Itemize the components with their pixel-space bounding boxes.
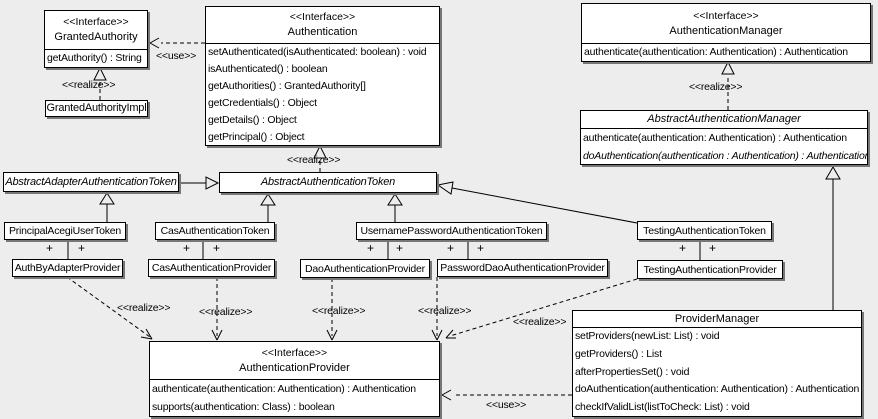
generalization-testing-token[interactable] bbox=[436, 181, 638, 224]
stereotype-label: <<Interface>> bbox=[63, 16, 129, 28]
association-plus: + bbox=[78, 241, 86, 255]
class-username-password-authentication-token[interactable]: UsernamePasswordAuthenticationToken bbox=[356, 222, 547, 240]
class-name: AbstractAdapterAuthenticationToken bbox=[5, 175, 177, 188]
class-abstract-authentication-manager[interactable]: AbstractAuthenticationManager authentica… bbox=[580, 110, 868, 165]
use-authentication-to-granted-authority[interactable] bbox=[149, 37, 205, 49]
method-row: getPrincipal() : Object bbox=[208, 131, 305, 143]
method-row: getCredentials() : Object bbox=[208, 97, 317, 109]
class-cas-authentication-token[interactable]: CasAuthenticationToken bbox=[155, 222, 275, 240]
class-provider-manager[interactable]: ProviderManager setProviders(newList: Li… bbox=[572, 310, 862, 417]
class-granted-authority[interactable]: <<Interface>> GrantedAuthority getAuthor… bbox=[44, 10, 148, 68]
class-testing-authentication-provider[interactable]: TestingAuthenticationProvider bbox=[637, 260, 783, 279]
class-granted-authority-impl[interactable]: GrantedAuthorityImpl bbox=[45, 100, 148, 117]
class-name: GrantedAuthorityImpl bbox=[46, 102, 147, 114]
class-abstract-authentication-token[interactable]: AbstractAuthenticationToken bbox=[219, 172, 437, 193]
class-authentication-provider[interactable]: <<Interface>> AuthenticationProvider aut… bbox=[149, 341, 440, 417]
class-name: AbstractAuthenticationManager bbox=[647, 113, 801, 125]
method-row: authenticate(authentication: Authenticat… bbox=[583, 132, 847, 144]
association-plus: + bbox=[709, 241, 717, 255]
method-row: supports(authentication: Class) : boolea… bbox=[152, 401, 335, 413]
stereotype-label: <<Interface>> bbox=[289, 11, 356, 23]
class-testing-authentication-token[interactable]: TestingAuthenticationToken bbox=[637, 221, 772, 240]
method-row: authenticate(authentication: Authenticat… bbox=[152, 383, 416, 395]
class-name: CasAuthenticationToken bbox=[160, 225, 270, 237]
class-name: PasswordDaoAuthenticationProvider bbox=[440, 262, 605, 274]
realize-label: <<realize>> bbox=[689, 81, 743, 93]
class-name: AuthenticationProvider bbox=[239, 361, 350, 374]
association-plus: + bbox=[396, 241, 404, 255]
realize-label: <<realize>> bbox=[62, 79, 116, 91]
method-row: getAuthorities() : GrantedAuthority[] bbox=[208, 80, 366, 92]
class-name: Authentication bbox=[287, 26, 358, 38]
generalization-provider-manager[interactable] bbox=[825, 166, 841, 310]
generalization-username-password-token[interactable] bbox=[387, 193, 403, 222]
generalization-adapter-token-to-abstract-token[interactable] bbox=[179, 176, 220, 190]
class-name: ProviderManager bbox=[674, 312, 760, 325]
stereotype-label: <<Interface>> bbox=[261, 346, 328, 359]
realize-label: <<realize>> bbox=[199, 306, 253, 318]
method-row: getDetails() : Object bbox=[208, 114, 297, 126]
class-name: AbstractAuthenticationToken bbox=[260, 176, 396, 188]
method-row: authenticate(authentication: Authenticat… bbox=[584, 46, 848, 58]
association-plus: + bbox=[183, 241, 191, 255]
method-row: setProviders(newList: List) : void bbox=[575, 330, 720, 342]
association-plus: + bbox=[46, 241, 54, 255]
class-cas-authentication-provider[interactable]: CasAuthenticationProvider bbox=[148, 259, 275, 277]
class-password-dao-authentication-provider[interactable]: PasswordDaoAuthenticationProvider bbox=[437, 259, 608, 277]
method-row: isAuthenticated() : boolean bbox=[208, 63, 328, 75]
method-row: getAuthority() : String bbox=[47, 52, 142, 64]
class-name: AuthenticationManager bbox=[669, 24, 783, 37]
class-auth-by-adapter-provider[interactable]: AuthByAdapterProvider bbox=[12, 259, 123, 277]
association-plus: + bbox=[447, 241, 455, 255]
realize-label: <<realize>> bbox=[287, 154, 341, 166]
method-row: doAuthentication(authentication: Authent… bbox=[575, 383, 860, 396]
stereotype-label: <<Interface>> bbox=[693, 9, 759, 22]
method-row: doAuthentication(authentication : Authen… bbox=[583, 150, 867, 162]
class-name: TestingAuthenticationProvider bbox=[643, 263, 777, 276]
association-plus: + bbox=[367, 241, 375, 255]
class-name: CasAuthenticationProvider bbox=[151, 262, 272, 274]
class-dao-authentication-provider[interactable]: DaoAuthenticationProvider bbox=[300, 259, 430, 278]
class-name: PrincipalAcegiUserToken bbox=[8, 225, 122, 237]
realize-label: <<realize>> bbox=[312, 305, 366, 317]
class-name: DaoAuthenticationProvider bbox=[305, 262, 425, 275]
generalization-principal-token[interactable] bbox=[99, 192, 115, 222]
method-row: setAuthenticated(isAuthenticated: boolea… bbox=[208, 46, 427, 58]
association-plus: + bbox=[679, 241, 687, 255]
use-label: <<use>> bbox=[156, 50, 197, 62]
class-name: AuthByAdapterProvider bbox=[14, 262, 121, 274]
class-principal-acegi-user-token[interactable]: PrincipalAcegiUserToken bbox=[4, 222, 126, 240]
method-row: getProviders() : List bbox=[575, 347, 662, 360]
realize-label: <<realize>> bbox=[418, 305, 472, 317]
method-row: checkIfValidList(listToCheck: List) : vo… bbox=[575, 401, 750, 414]
class-name: TestingAuthenticationToken bbox=[643, 224, 766, 237]
association-plus: + bbox=[477, 241, 485, 255]
method-row: afterPropertiesSet() : void bbox=[575, 365, 690, 378]
class-authentication-manager[interactable]: <<Interface>> AuthenticationManager auth… bbox=[581, 3, 871, 62]
class-authentication[interactable]: <<Interface>> Authentication setAuthenti… bbox=[205, 6, 440, 146]
class-abstract-adapter-authentication-token[interactable]: AbstractAdapterAuthenticationToken bbox=[3, 172, 179, 192]
realize-label: <<realize>> bbox=[117, 302, 171, 314]
realize-label: <<realize>> bbox=[513, 316, 567, 328]
class-name: GrantedAuthority bbox=[54, 31, 138, 43]
use-label: <<use>> bbox=[486, 399, 527, 411]
association-plus: + bbox=[213, 241, 221, 255]
generalization-cas-token[interactable] bbox=[260, 193, 276, 222]
class-name: UsernamePasswordAuthenticationToken bbox=[360, 225, 543, 237]
